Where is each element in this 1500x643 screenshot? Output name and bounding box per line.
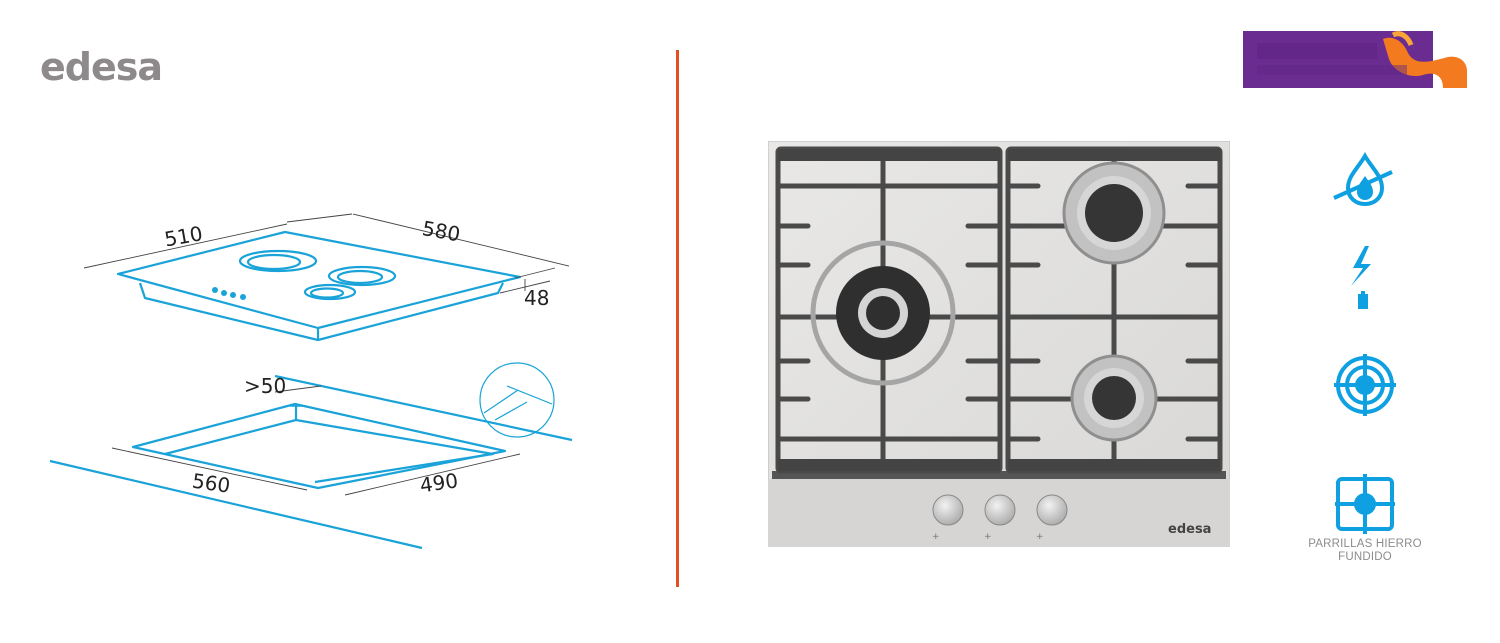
svg-text:+: +	[932, 532, 940, 542]
feature-burner-power	[1334, 354, 1396, 416]
brand-logo: edesa	[40, 45, 163, 89]
svg-text:+: +	[984, 532, 992, 542]
dimension-cutout-depth: 490	[418, 468, 459, 497]
installation-diagram: 510 580 48 >50 560 490	[49, 213, 573, 550]
dimension-hob-height: 48	[524, 286, 549, 310]
product-image-gas-hob: + + + edesa	[768, 141, 1230, 547]
control-knobs: + + +	[932, 494, 1068, 542]
feature-cast-iron-grids: PARRILLAS HIERRO FUNDIDO	[1300, 474, 1430, 564]
panel-brand-text: edesa	[1168, 522, 1211, 537]
electric-ignition-icon	[1351, 246, 1371, 309]
no-drip-flame-icon	[1333, 152, 1393, 207]
dimension-hob-width: 510	[163, 221, 205, 251]
section-divider	[676, 50, 679, 587]
feature-no-drip	[1330, 152, 1396, 208]
dimension-hob-depth: 580	[420, 216, 462, 246]
feature-electric-ignition	[1340, 244, 1386, 310]
feature-label-line2: FUNDIDO	[1338, 551, 1392, 563]
burner-target-icon	[1334, 354, 1396, 416]
partner-logo	[1243, 31, 1468, 88]
cast-iron-grid-icon	[1335, 474, 1395, 534]
svg-text:+: +	[1036, 532, 1044, 542]
feature-label-line1: PARRILLAS HIERRO	[1308, 538, 1422, 550]
dimension-cutout-width: 560	[191, 469, 232, 498]
dimension-cutout-clearance: >50	[244, 374, 286, 398]
